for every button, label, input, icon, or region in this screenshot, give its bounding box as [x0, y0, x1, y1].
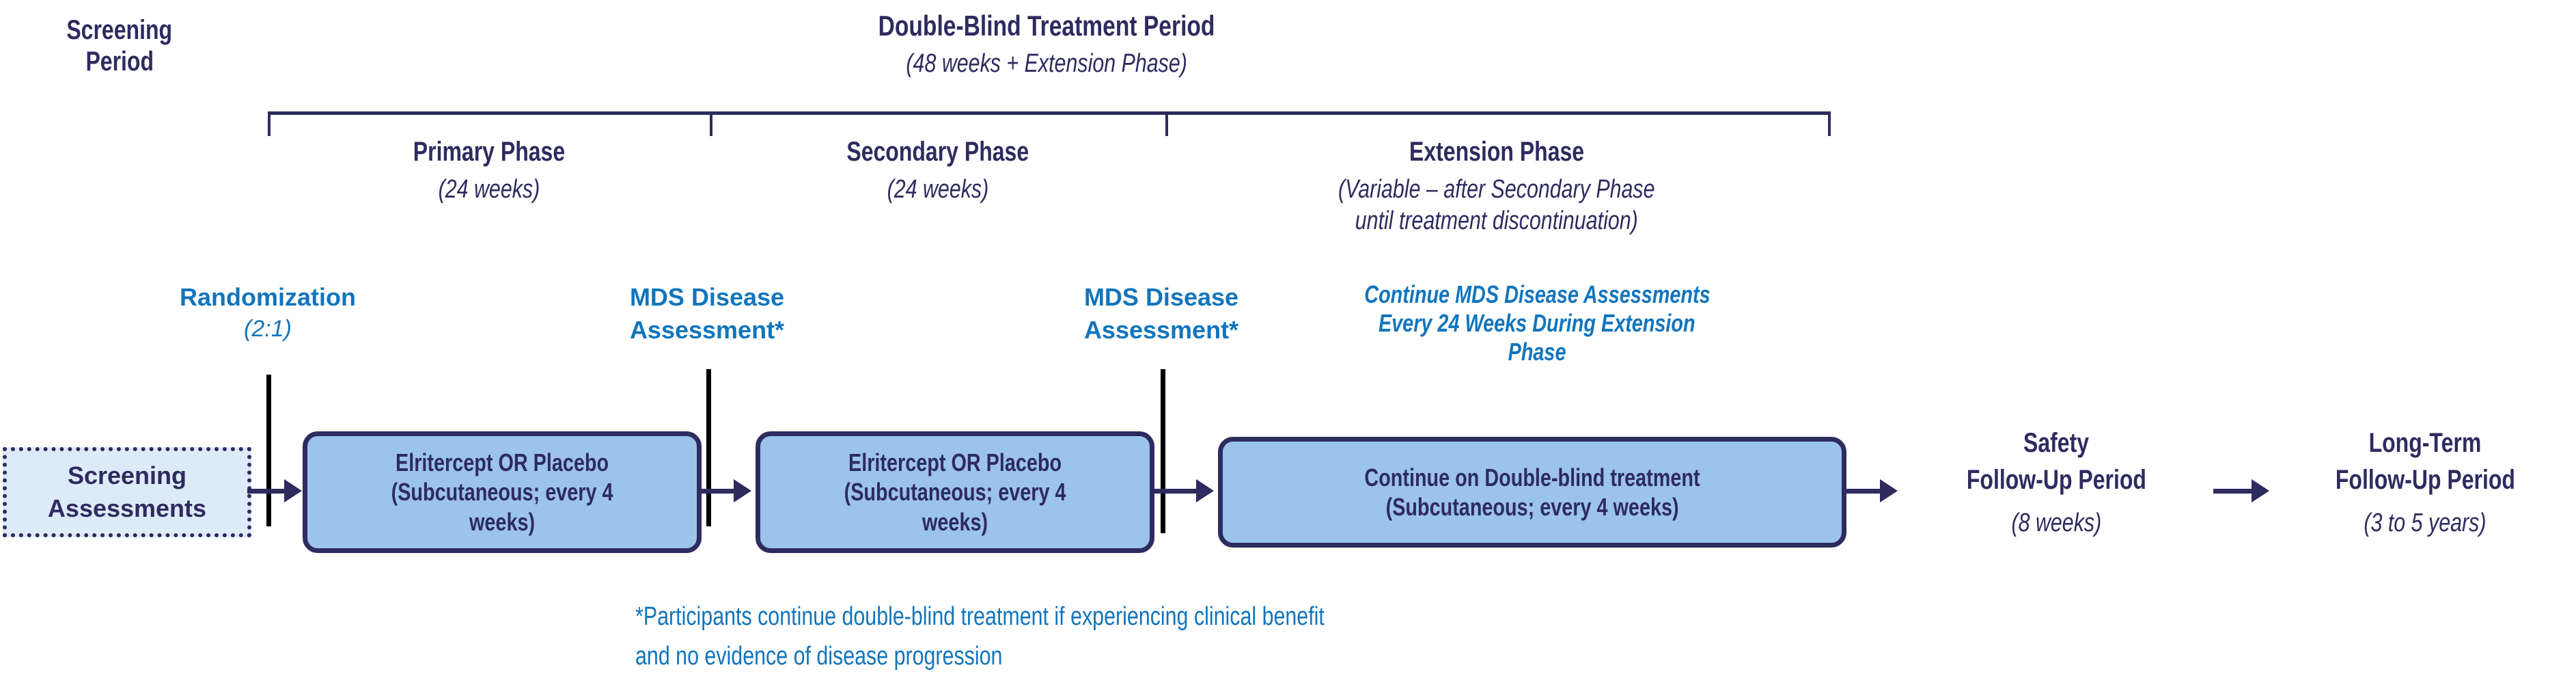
phase-duration-secondary: (24 weeks) — [887, 175, 989, 204]
phase-duration-extension-line2: until treatment discontinuation) — [1355, 206, 1638, 235]
timeline-marker-mds-1 — [706, 369, 711, 526]
arrow-safety-to-longterm-shaft — [2213, 489, 2253, 494]
secondary-treatment-box[interactable]: Elritercept OR Placebo (Subcutaneous; ev… — [756, 431, 1154, 553]
secondary-box-line3: weeks) — [922, 507, 988, 536]
longterm-followup-line1: Long-Term — [2368, 428, 2482, 458]
double-blind-subtitle: (48 weeks + Extension Phase) — [906, 49, 1187, 78]
extension-note-line1: Continue MDS Disease Assessments — [1363, 280, 1711, 308]
arrow-extension-to-safety-head — [1880, 479, 1898, 502]
primary-box-line3: weeks) — [469, 507, 536, 536]
primary-box-line2: (Subcutaneous; every 4 — [391, 478, 613, 507]
milestone-label-mds-1: MDS Disease — [629, 283, 785, 311]
timeline-marker-randomization — [266, 375, 271, 526]
extension-note-line2: Every 24 Weeks During Extension — [1379, 308, 1695, 337]
arrow-screening-to-primary-head — [284, 479, 302, 502]
primary-treatment-box[interactable]: Elritercept OR Placebo (Subcutaneous; ev… — [303, 431, 702, 553]
timeline-marker-mds-2 — [1161, 369, 1165, 533]
screening-period-heading: Screening Period — [0, 15, 239, 77]
longterm-followup-line2: Follow-Up Period — [2335, 465, 2515, 495]
footnote-line1: *Participants continue double-blind trea… — [635, 602, 1325, 631]
longterm-followup-duration: (3 to 5 years) — [2364, 509, 2487, 537]
double-blind-title: Double-Blind Treatment Period — [878, 10, 1215, 42]
arrow-extension-to-safety-shaft — [1842, 489, 1881, 494]
milestone-sublabel-mds-1: Assessment* — [629, 316, 785, 344]
screening-period-line1: Screening — [66, 15, 173, 45]
extension-assessment-note: Continue MDS Disease Assessments Every 2… — [1284, 280, 1790, 366]
arrow-primary-to-secondary-head — [734, 479, 751, 502]
phase-duration-primary: (24 weeks) — [438, 175, 540, 204]
phase-duration-extension-line1: (Variable – after Secondary Phase — [1338, 175, 1655, 204]
arrow-primary-to-secondary-shaft — [697, 489, 735, 494]
bracket-tick-secondary-extension — [1165, 111, 1168, 136]
screening-assessments-box[interactable]: Screening Assessments — [3, 447, 251, 537]
screening-box-line1: Screening — [67, 461, 187, 490]
footnote-line2: and no evidence of disease progression — [635, 642, 1003, 671]
extension-box-line2: (Subcutaneous; every 4 weeks) — [1385, 493, 1679, 521]
arrow-screening-to-primary-shaft — [247, 489, 286, 494]
arrow-secondary-to-extension-shaft — [1150, 489, 1197, 494]
milestone-sublabel-mds-2: Assessment* — [1083, 316, 1239, 344]
extension-treatment-box[interactable]: Continue on Double-blind treatment (Subc… — [1218, 437, 1846, 548]
phase-label-extension: Extension Phase — [1409, 137, 1585, 167]
extension-box-line1: Continue on Double-blind treatment — [1364, 463, 1700, 492]
secondary-box-line2: (Subcutaneous; every 4 — [844, 478, 1066, 507]
bracket-tick-right — [1828, 111, 1831, 136]
phase-label-secondary: Secondary Phase — [846, 137, 1029, 167]
milestone-label-mds-2: MDS Disease — [1083, 283, 1239, 311]
milestone-label-randomization: Randomization — [180, 283, 356, 311]
screening-period-line2: Period — [85, 46, 154, 77]
bracket-tick-left — [268, 111, 271, 136]
arrow-safety-to-longterm-head — [2252, 479, 2269, 502]
screening-box-line2: Assessments — [47, 494, 207, 522]
milestone-sublabel-randomization: (2:1) — [244, 316, 292, 342]
double-blind-bracket-line — [268, 111, 1831, 115]
safety-followup-duration: (8 weeks) — [2011, 509, 2101, 537]
arrow-secondary-to-extension-head — [1196, 479, 1214, 502]
primary-box-line1: Elritercept OR Placebo — [395, 448, 609, 477]
secondary-box-line1: Elritercept OR Placebo — [848, 448, 1062, 477]
safety-followup-line2: Follow-Up Period — [1966, 465, 2146, 495]
extension-note-line3: Phase — [1508, 337, 1566, 366]
phase-label-primary: Primary Phase — [413, 137, 566, 167]
safety-followup-line1: Safety — [2023, 428, 2090, 458]
bracket-tick-primary-secondary — [710, 111, 712, 136]
